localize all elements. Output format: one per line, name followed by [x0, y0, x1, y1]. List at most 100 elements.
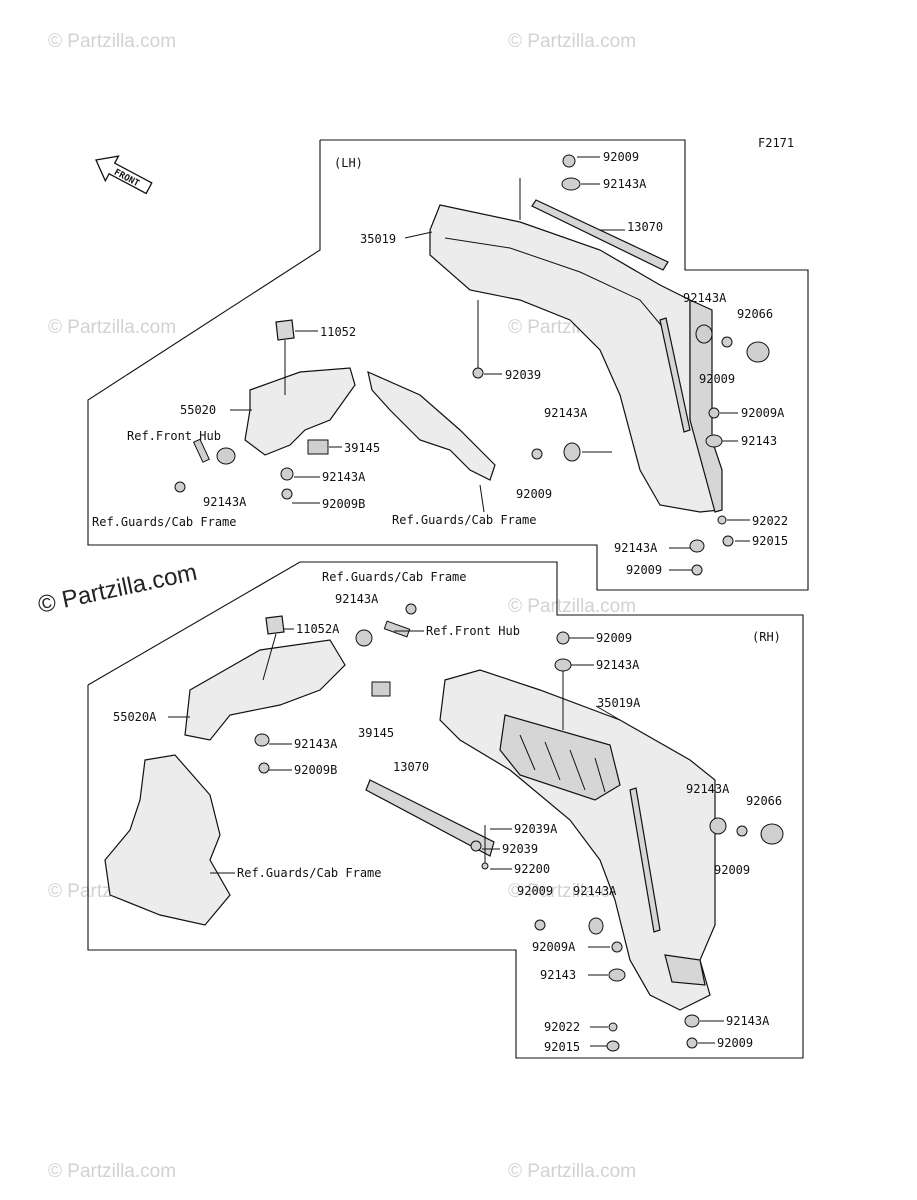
callout-92143A[interactable]: 92143A [203, 495, 247, 509]
lh-grommet-92143 [705, 434, 723, 448]
callout-92009[interactable]: 92009 [699, 372, 735, 386]
ref-guards-cab-frame[interactable]: Ref.Guards/Cab Frame [392, 513, 537, 527]
callout-92009[interactable]: 92009 [516, 487, 552, 501]
lh-bracket-11052 [275, 319, 295, 341]
rh-fastener-92200 [481, 862, 489, 870]
lh-bolt-92009-top [562, 154, 576, 168]
lh-bolt-92009A [708, 407, 720, 419]
rh-cover-55020A [184, 639, 346, 741]
callout-92039A[interactable]: 92039A [514, 822, 558, 836]
lh-rivet-92039 [472, 367, 484, 379]
lh-side-strip [659, 317, 691, 433]
callout-35019[interactable]: 35019 [360, 232, 396, 246]
callout-92009[interactable]: 92009 [626, 563, 662, 577]
watermark: © Partzilla.com [508, 1161, 636, 1182]
callout-35019A[interactable]: 35019A [597, 696, 641, 710]
callout-92143A[interactable]: 92143A [726, 1014, 770, 1028]
ref-front-hub[interactable]: Ref.Front Hub [426, 624, 520, 638]
ref-guards-cab-frame[interactable]: Ref.Guards/Cab Frame [92, 515, 237, 529]
callout-92009B[interactable]: 92009B [294, 763, 337, 777]
callout-92039[interactable]: 92039 [505, 368, 541, 382]
lh-cover-55020 [244, 367, 356, 456]
callout-92009[interactable]: 92009 [596, 631, 632, 645]
watermark: © Partzilla.com [508, 596, 636, 617]
callout-92143A[interactable]: 92143A [322, 470, 366, 484]
callout-39145[interactable]: 39145 [358, 726, 394, 740]
lh-grommet-92143A-r [695, 324, 713, 344]
callout-92143A[interactable]: 92143A [544, 406, 588, 420]
rh-nut-92015 [606, 1040, 620, 1052]
callout-92009[interactable]: 92009 [717, 1036, 753, 1050]
callout-55020[interactable]: 55020 [180, 403, 216, 417]
lh-grommet-92143A-top [561, 177, 581, 191]
lh-grommet-hub [216, 447, 236, 465]
rh-grommet-92143A-c [588, 917, 604, 935]
rh-guard-panel [104, 754, 231, 926]
rh-frame [87, 561, 804, 1059]
rh-side-strip [629, 787, 661, 933]
lh-cap-92066 [746, 341, 770, 363]
rh-fender-mount [664, 954, 706, 986]
callout-92009[interactable]: 92009 [714, 863, 750, 877]
callout-39145[interactable]: 39145 [344, 441, 380, 455]
watermark: © Partzilla.com [48, 31, 176, 52]
rh-bolt-92009B [258, 762, 270, 774]
callout-13070[interactable]: 13070 [627, 220, 663, 234]
watermark: © Partzilla.com [48, 1161, 176, 1182]
callout-92015[interactable]: 92015 [544, 1040, 580, 1054]
callout-92009B[interactable]: 92009B [322, 497, 365, 511]
callout-13070[interactable]: 13070 [393, 760, 429, 774]
watermark-main: © Partzilla.com [36, 559, 200, 619]
lh-bolt-92009-low [691, 564, 703, 576]
callout-92143A[interactable]: 92143A [683, 291, 727, 305]
rh-section-label: (RH) [752, 630, 781, 644]
lh-bolt-92009-c [531, 448, 543, 460]
callout-92015[interactable]: 92015 [752, 534, 788, 548]
callout-92143A[interactable]: 92143A [603, 177, 647, 191]
callout-92143A[interactable]: 92143A [335, 592, 379, 606]
callout-92066[interactable]: 92066 [737, 307, 773, 321]
rh-grommet-92143A-top [355, 629, 373, 647]
callout-92143A[interactable]: 92143A [294, 737, 338, 751]
ref-guards-cab-frame[interactable]: Ref.Guards/Cab Frame [237, 866, 382, 880]
ref-front-hub[interactable]: Ref.Front Hub [127, 429, 221, 443]
rh-bolt-92009-low [686, 1037, 698, 1049]
callout-92009A[interactable]: 92009A [532, 940, 576, 954]
watermark: © Partzilla.com [508, 881, 636, 902]
callout-55020A[interactable]: 55020A [113, 710, 157, 724]
rh-grommet-92143A-l [254, 733, 270, 747]
lh-grommet-92143A-c [563, 442, 581, 462]
lh-bolt-guard [174, 481, 186, 493]
callout-92066[interactable]: 92066 [746, 794, 782, 808]
rh-hub-clip [383, 620, 411, 638]
callout-92143[interactable]: 92143 [540, 968, 576, 982]
callout-92039[interactable]: 92039 [502, 842, 538, 856]
callout-92143[interactable]: 92143 [741, 434, 777, 448]
rh-bolt-92009A [611, 941, 623, 953]
callout-92143A[interactable]: 92143A [596, 658, 640, 672]
callout-11052A[interactable]: 11052A [296, 622, 340, 636]
rh-grommet-92143A-2 [554, 658, 572, 672]
callout-92200[interactable]: 92200 [514, 862, 550, 876]
lh-bolt-92009-r [721, 336, 733, 348]
callout-92022[interactable]: 92022 [752, 514, 788, 528]
rh-grommet-92143A-low [684, 1014, 700, 1028]
lh-bolt-92009B [281, 488, 293, 500]
lh-frame [87, 139, 809, 591]
lh-guard-panel [367, 370, 496, 481]
callout-11052[interactable]: 11052 [320, 325, 356, 339]
callout-92143A[interactable]: 92143A [573, 884, 617, 898]
lh-nut-92015 [722, 535, 734, 547]
rh-grommet-92143 [608, 968, 626, 982]
callout-92143A[interactable]: 92143A [686, 782, 730, 796]
callout-92009A[interactable]: 92009A [741, 406, 785, 420]
callout-92022[interactable]: 92022 [544, 1020, 580, 1034]
callout-92009[interactable]: 92009 [603, 150, 639, 164]
lh-hub-clip [192, 438, 210, 463]
rh-pad-39145 [371, 681, 391, 697]
lh-strip-13070 [531, 199, 669, 271]
rh-rivet-92039 [470, 840, 482, 852]
callout-92143A[interactable]: 92143A [614, 541, 658, 555]
ref-guards-cab-frame[interactable]: Ref.Guards/Cab Frame [322, 570, 467, 584]
callout-92009[interactable]: 92009 [517, 884, 553, 898]
